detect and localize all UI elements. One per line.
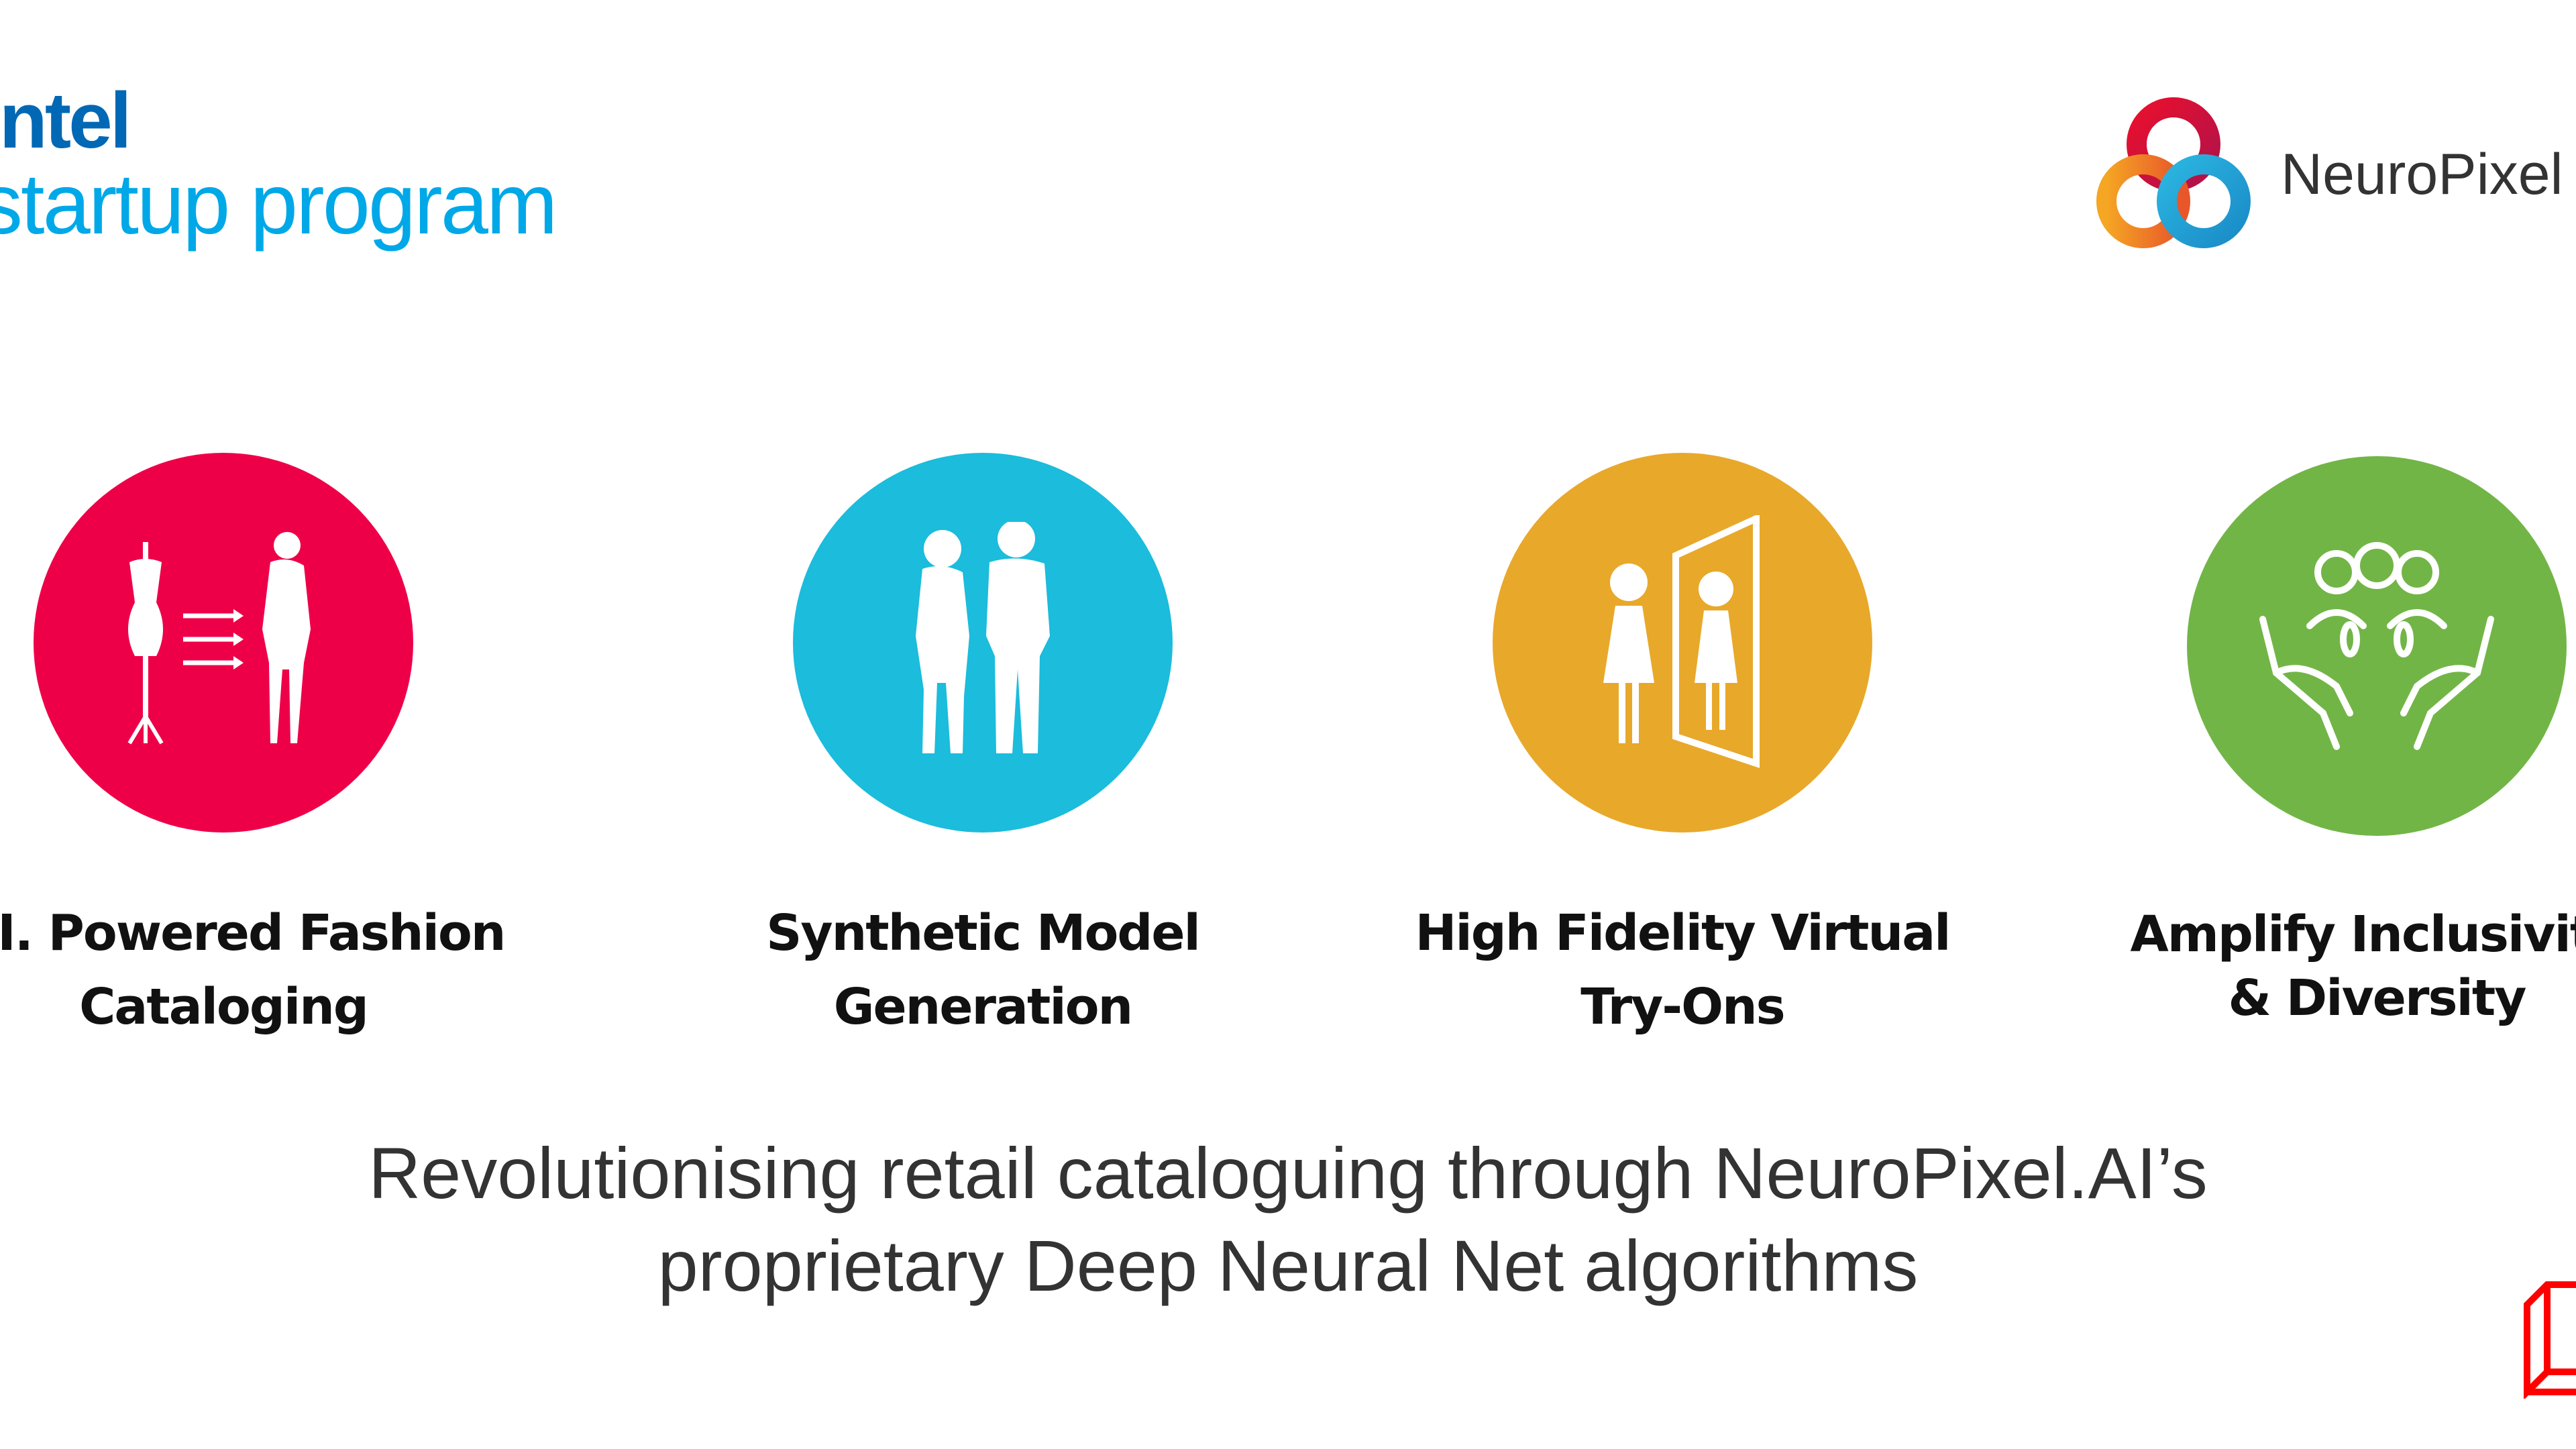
feature-label: Synthetic Model Generation	[766, 904, 1201, 1036]
couple-silhouette-icon	[916, 522, 1050, 753]
feature-label: High Fidelity Virtual Try-Ons	[1415, 904, 1951, 1036]
feature-circle	[34, 453, 413, 833]
intel-brand: intel	[0, 76, 132, 165]
neuropixel-logo: NeuroPixel	[2093, 94, 2563, 255]
feature-virtual-try-on: High Fidelity Virtual Try-Ons	[1381, 453, 1984, 1044]
neuropixel-knot-icon	[2096, 97, 2251, 248]
feature-circle	[1493, 453, 1872, 833]
hands-people-icon	[2259, 542, 2494, 750]
feature-circle	[793, 453, 1173, 833]
corner-cube-logo-icon	[2524, 1281, 2576, 1399]
tagline-line-1: Revolutionising retail cataloguing throu…	[368, 1132, 2208, 1214]
feature-label: A.I. Powered Fashion Cataloging	[0, 904, 506, 1036]
feature-label: Amplify Inclusivity & Diversity	[2130, 906, 2576, 1027]
intel-subtitle: startup program	[0, 156, 557, 252]
tagline-line-2: proprietary Deep Neural Net algorithms	[657, 1225, 1919, 1306]
neuropixel-name: NeuroPixel	[2281, 142, 2563, 207]
feature-circle	[2187, 456, 2567, 836]
tagline: Revolutionising retail cataloguing throu…	[0, 1127, 2576, 1312]
mirror-try-on-icon	[1603, 515, 1760, 768]
intel-startup-program-logo: intel startup program	[0, 76, 557, 252]
mannequin-to-model-icon	[127, 532, 311, 745]
feature-fashion-cataloging: A.I. Powered Fashion Cataloging	[0, 453, 525, 1044]
feature-inclusivity-diversity: Amplify Inclusivity & Diversity	[2075, 456, 2576, 1030]
feature-synthetic-model: Synthetic Model Generation	[681, 453, 1285, 1044]
